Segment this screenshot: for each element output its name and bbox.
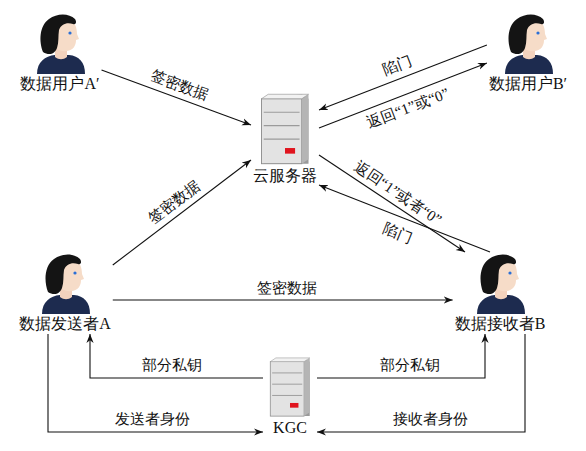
node-label: 数据用户A′ [20, 74, 99, 94]
person-icon [34, 252, 96, 314]
node-label: KGC [265, 418, 315, 438]
arrow-connector [90, 334, 263, 378]
arrow-connector [319, 155, 465, 252]
arrow-connector [48, 334, 263, 432]
edge-label: 返回“1”或“0” [363, 84, 452, 133]
user-node: 数据发送者A [17, 252, 113, 334]
cloud-server-icon [257, 92, 313, 166]
server-node: 云服务器 [251, 92, 319, 186]
edge-label: 签密数据 [256, 279, 318, 297]
arrow-connector [317, 334, 525, 432]
node-label: 数据接收者B [455, 314, 546, 334]
edge-label: 部分私钥 [141, 356, 203, 374]
node-label: 云服务器 [253, 166, 317, 186]
kgc-server-icon [265, 356, 315, 418]
edge-label: 部分私钥 [379, 356, 441, 374]
edge-label: 陷门 [380, 219, 416, 248]
arrow-connector [113, 160, 251, 265]
user-node: 数据用户A′ [18, 12, 101, 94]
user-node: 数据用户B′ [487, 12, 569, 94]
person-icon [497, 12, 559, 74]
person-icon [29, 12, 91, 74]
arrow-connector [317, 334, 485, 378]
node-label: 数据发送者A [19, 314, 111, 334]
arrow-connector [113, 299, 453, 300]
user-node: 数据接收者B [453, 252, 548, 334]
edge-label: 返回“1”或者“0” [350, 157, 446, 230]
node-label: 数据用户B′ [489, 74, 567, 94]
edge-label: 发送者身份 [114, 410, 191, 428]
person-icon [469, 252, 531, 314]
edge-label: 接收者身份 [392, 410, 469, 428]
server-node: KGC [263, 356, 317, 438]
